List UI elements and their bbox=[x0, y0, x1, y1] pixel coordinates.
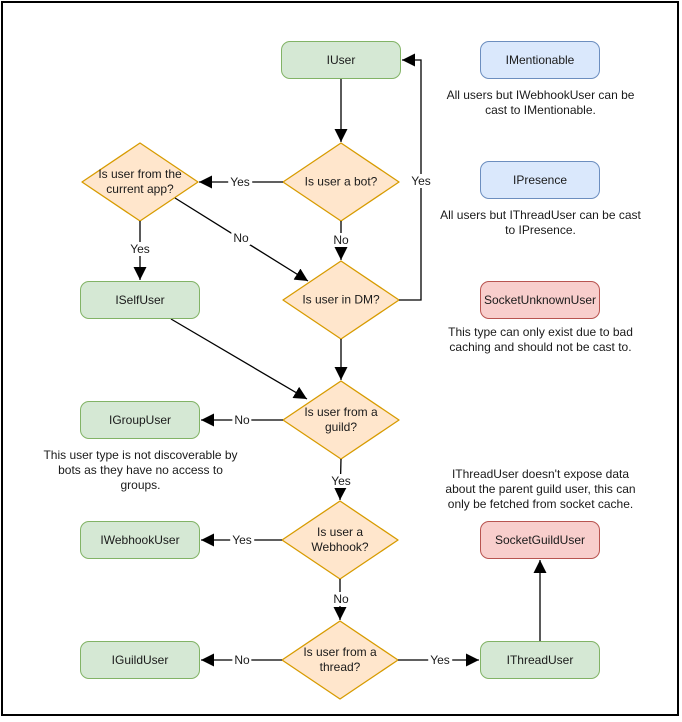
note-igroupuser: This user type is not discoverable by bo… bbox=[43, 448, 238, 492]
edge-label-iswebhook-no: No bbox=[331, 592, 351, 606]
node-iwebhookuser: IWebhookUser bbox=[80, 521, 200, 559]
edge-iselfuser-to-isguild bbox=[170, 318, 308, 400]
node-socketunknownuser: SocketUnknownUser bbox=[480, 281, 600, 319]
node-imentionable: IMentionable bbox=[480, 41, 600, 79]
node-ithreaduser: IThreadUser bbox=[480, 641, 600, 679]
edge-label-iswebhook-yes: Yes bbox=[230, 533, 254, 547]
decision-is-current-app-label: Is user from the current app? bbox=[98, 167, 182, 196]
node-igroupuser: IGroupUser bbox=[80, 401, 200, 439]
note-socketunknownuser: This type can only exist due to bad cach… bbox=[448, 325, 633, 354]
decision-is-dm-label: Is user in DM? bbox=[302, 292, 380, 307]
node-iselfuser: ISelfUser bbox=[80, 281, 200, 319]
node-iuser: IUser bbox=[281, 41, 401, 79]
decision-is-thread-label: Is user from a thread? bbox=[303, 645, 377, 674]
edge-label-isthread-no: No bbox=[232, 653, 252, 667]
note-imentionable: All users but IWebhookUser can be cast t… bbox=[446, 88, 635, 117]
edge-label-isdm-yes: Yes bbox=[409, 174, 433, 188]
node-ipresence: IPresence bbox=[480, 161, 600, 199]
edge-label-isthread-yes: Yes bbox=[428, 653, 452, 667]
decision-is-bot-label: Is user a bot? bbox=[304, 174, 378, 189]
note-socketguilduser: IThreadUser doesn't expose data about th… bbox=[445, 467, 636, 511]
edge-label-isbot-yes: Yes bbox=[228, 175, 252, 189]
edge-label-isguild-no: No bbox=[232, 413, 252, 427]
note-ipresence: All users but IThreadUser can be cast to… bbox=[440, 208, 641, 237]
node-socketguilduser: SocketGuildUser bbox=[480, 521, 600, 559]
decision-is-webhook-label: Is user a Webhook? bbox=[311, 525, 369, 554]
edge-label-iscurrentapp-yes: Yes bbox=[128, 242, 152, 256]
edge-label-iscurrentapp-no: No bbox=[231, 231, 251, 245]
edge-label-isguild-yes: Yes bbox=[329, 474, 353, 488]
node-iguilduser: IGuildUser bbox=[80, 641, 200, 679]
decision-is-thread-shape bbox=[281, 620, 399, 700]
edge-label-isbot-no: No bbox=[331, 233, 351, 247]
decision-is-guild-label: Is user from a guild? bbox=[304, 405, 378, 434]
